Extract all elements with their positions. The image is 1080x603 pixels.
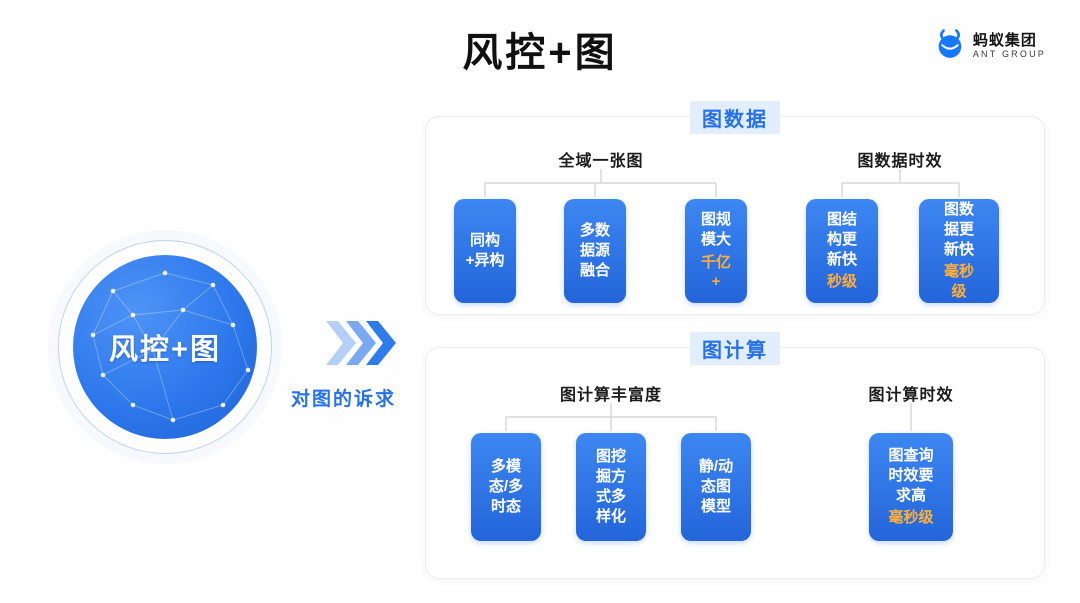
panel-badge: 图计算 xyxy=(690,332,780,365)
feature-box-highlight: 秒级 xyxy=(826,273,857,291)
group-header: 图计算丰富度 xyxy=(559,387,663,404)
feature-box: 多数 据源 融合 xyxy=(564,199,626,303)
feature-box-text: 多数 据源 融合 xyxy=(579,222,610,279)
ant-logo-icon xyxy=(933,26,967,65)
bracket-connector xyxy=(505,403,717,431)
feature-box-text: 静/动 态图 模型 xyxy=(698,458,734,515)
network-graph-icon xyxy=(90,270,251,423)
hero-circle: 风控+图 xyxy=(73,255,257,439)
feature-box: 图规 模大 千亿 + xyxy=(685,199,747,303)
bracket-connector xyxy=(484,169,717,197)
feature-box-text: 多模 态/多 时态 xyxy=(488,458,524,515)
page-title: 风控+图 xyxy=(462,31,618,75)
feature-box: 图查询 时效要 求高 毫秒级 xyxy=(869,433,953,541)
logo-brand: 蚂蚁集团 xyxy=(972,31,1037,49)
chevron-arrows-icon xyxy=(326,320,398,371)
feature-box-text: 图查询 时效要 求高 xyxy=(888,446,934,504)
panel-graph-data: 图数据 全域一张图 同构 +异构 多数 据源 融合 图规 模大 千亿 + 图数据… xyxy=(425,101,1045,315)
feature-box-highlight: 千亿 + xyxy=(700,253,731,291)
group-header: 全域一张图 xyxy=(558,153,644,170)
group-header: 图计算时效 xyxy=(868,387,954,404)
bracket-connector xyxy=(910,403,912,431)
feature-box: 多模 态/多 时态 xyxy=(471,433,541,541)
hero-circle-ring xyxy=(58,240,272,454)
feature-box-text: 同构 +异构 xyxy=(465,232,505,269)
logo-text: 蚂蚁集团 ANT GROUP xyxy=(973,32,1046,60)
feature-box: 图挖 掘方 式多 样化 xyxy=(576,433,646,541)
feature-box: 图数 据更 新快 毫秒 级 xyxy=(919,199,999,303)
feature-box-text: 图规 模大 xyxy=(700,210,731,248)
feature-box-text: 图结 构更 新快 xyxy=(826,210,857,268)
ant-group-logo: 蚂蚁集团 ANT GROUP xyxy=(933,26,1046,65)
panel-graph-compute: 图计算 图计算丰富度 多模 态/多 时态 图挖 掘方 式多 样化 静/动 态图 … xyxy=(425,332,1045,579)
feature-box: 静/动 态图 模型 xyxy=(681,433,751,541)
bracket-connector xyxy=(841,169,960,197)
group-header: 图数据时效 xyxy=(857,153,943,170)
panel-badge: 图数据 xyxy=(690,101,780,134)
feature-box-text: 图数 据更 新快 xyxy=(943,201,974,258)
logo-brand-sub: ANT GROUP xyxy=(972,48,1046,59)
feature-box: 同构 +异构 xyxy=(454,199,516,303)
feature-box-highlight: 毫秒 级 xyxy=(943,263,974,301)
feature-box-highlight: 毫秒级 xyxy=(888,509,934,527)
hero-caption: 对图的诉求 xyxy=(291,389,397,410)
hero-circle-label: 风控+图 xyxy=(109,334,221,366)
feature-box: 图结 构更 新快 秒级 xyxy=(806,199,878,303)
feature-box-text: 图挖 掘方 式多 样化 xyxy=(595,448,626,525)
